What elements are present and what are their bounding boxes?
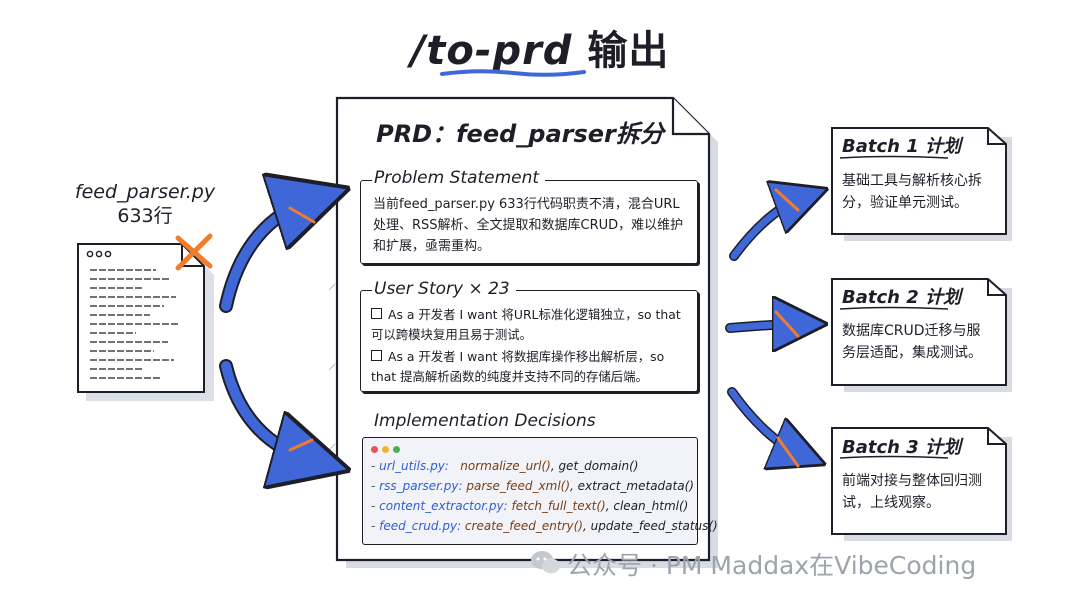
user-story-box: As a 开发者 I want 将URL标准化逻辑独立，so that 可以跨模… <box>360 290 698 392</box>
batch-1-card <box>831 127 1012 241</box>
source-filename: feed_parser.py <box>74 181 216 203</box>
code-rest: , get_domain() <box>550 459 639 473</box>
title-underline <box>440 69 586 77</box>
code-line: - rss_parser.py: parse_feed_xml(), extra… <box>371 479 694 493</box>
code-file: rss_parser.py: <box>379 479 463 493</box>
code-file: content_extractor.py: <box>379 499 508 513</box>
batch-3-card <box>831 427 1012 541</box>
batch-2-card <box>831 278 1012 392</box>
code-line: - content_extractor.py: fetch_full_text(… <box>371 499 689 513</box>
implementation-label: Implementation Decisions <box>372 411 602 431</box>
code-function: normalize_url() <box>460 459 551 473</box>
batch-1-description: 基础工具与解析核心拆分，验证单元测试。 <box>842 173 982 211</box>
batch-3-description: 前端对接与整体回归测试，上线观察。 <box>842 473 982 511</box>
code-file: feed_crud.py: <box>379 519 462 533</box>
arrow-file-to-prd-upper-icon <box>219 193 319 313</box>
code-function: fetch_full_text() <box>511 499 606 513</box>
user-story-item: As a 开发者 I want 将数据库操作移出解析层，so that 提高解析… <box>371 347 691 387</box>
problem-statement-box: 当前feed_parser.py 633行代码职责不清，混合URL处理、RSS解… <box>360 180 698 264</box>
watermark-text: 公众号 · PM Maddax在VibeCoding <box>567 551 977 580</box>
batch-2-title: Batch 2 计划 <box>842 287 962 308</box>
diagram-title: /to-prd 输出 <box>0 18 1080 76</box>
checkbox-icon <box>371 308 382 319</box>
user-story-label: User Story × 23 <box>372 279 516 299</box>
implementation-code-box: - url_utils.py: normalize_url(), get_dom… <box>362 437 718 545</box>
code-function: parse_feed_xml() <box>466 479 571 493</box>
checkbox-icon <box>371 350 382 361</box>
wechat-icon <box>531 551 560 574</box>
code-rest: , clean_html() <box>605 499 689 513</box>
user-story-text: As a 开发者 I want 将URL标准化逻辑独立，so that 可以跨模… <box>371 307 681 342</box>
code-file: url_utils.py: <box>379 459 449 473</box>
delete-x-icon <box>175 233 213 271</box>
title-command: /to-prd <box>410 28 573 74</box>
code-line: - url_utils.py: normalize_url(), get_dom… <box>371 459 639 473</box>
code-function: create_feed_entry() <box>464 519 583 533</box>
title-suffix: 输出 <box>587 28 670 74</box>
batch-2-description: 数据库CRUD迁移与服务层适配，集成测试。 <box>842 323 982 361</box>
code-rest: , extract_metadata() <box>570 479 694 493</box>
batch-3-title: Batch 3 计划 <box>842 437 962 458</box>
prd-title: PRD：feed_parser拆分 <box>376 120 664 148</box>
problem-statement-text: 当前feed_parser.py 633行代码职责不清，混合URL处理、RSS解… <box>373 197 684 254</box>
source-line-count: 633行 <box>117 205 173 227</box>
problem-statement-label: Problem Statement <box>372 168 546 188</box>
window-dot-red-icon <box>371 446 378 453</box>
window-dot-yellow-icon <box>382 446 389 453</box>
user-story-item: As a 开发者 I want 将URL标准化逻辑独立，so that 可以跨模… <box>371 305 691 345</box>
accent-marks-icon <box>288 188 800 468</box>
code-line: - feed_crud.py: create_feed_entry(), upd… <box>371 519 718 533</box>
window-dot-green-icon <box>393 446 400 453</box>
user-story-text: As a 开发者 I want 将数据库操作移出解析层，so that 提高解析… <box>371 349 665 384</box>
code-rest: , update_feed_status() <box>582 519 718 533</box>
batch-1-title: Batch 1 计划 <box>842 136 962 157</box>
source-file-icon <box>77 233 214 401</box>
